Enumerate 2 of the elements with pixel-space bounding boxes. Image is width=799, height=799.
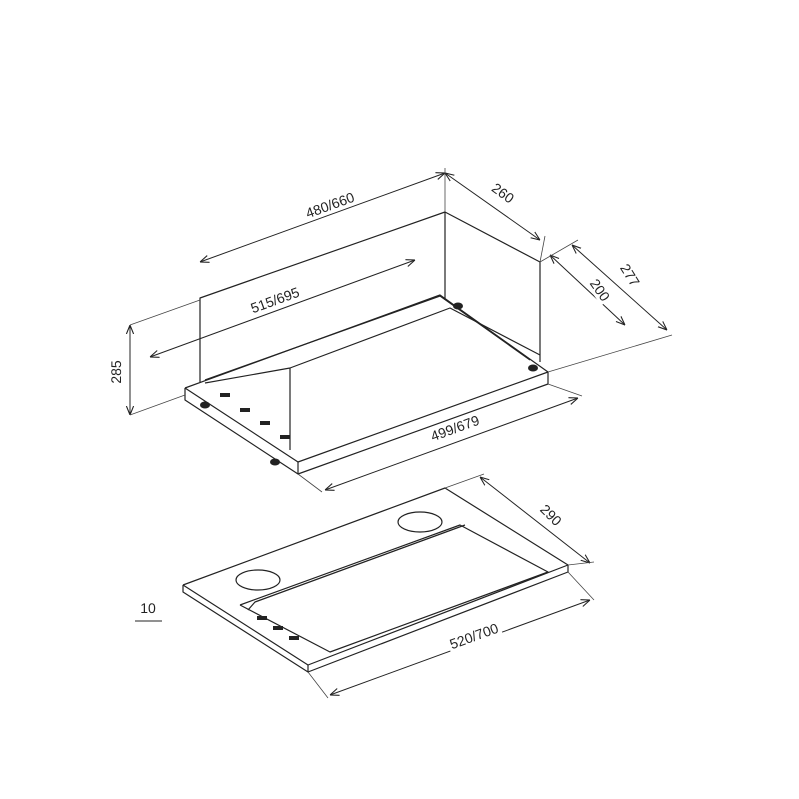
dimension-label: 285 bbox=[108, 358, 124, 386]
dimension-label: 10 bbox=[138, 600, 158, 616]
